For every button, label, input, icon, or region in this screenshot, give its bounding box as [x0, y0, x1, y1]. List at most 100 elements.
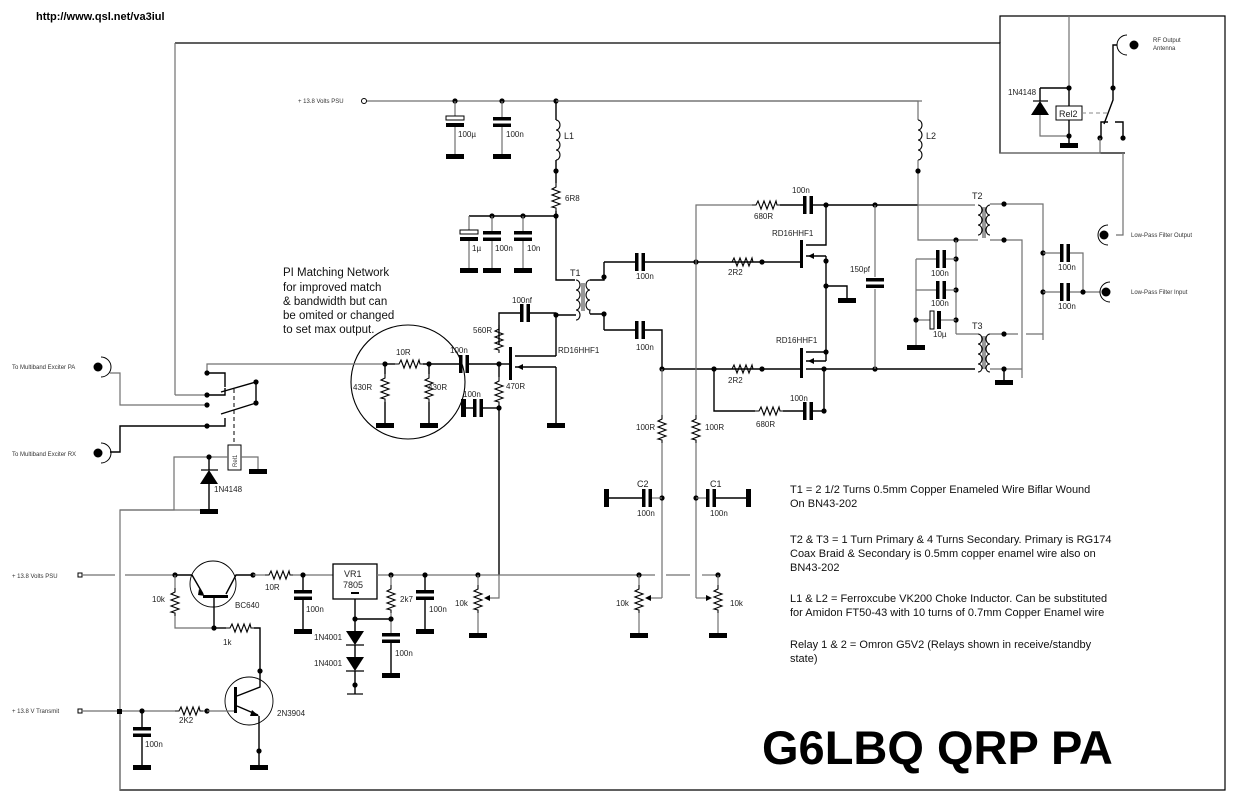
- pot-10k-c-label: 10k: [730, 599, 744, 608]
- note-t1-line1: T1 = 2 1/2 Turns 0.5mm Copper Enameled W…: [790, 484, 1090, 496]
- lpf-output-connector[interactable]: Low-Pass Filter Output: [1097, 153, 1192, 246]
- r-430r-a-label: 430R: [353, 383, 372, 392]
- c-100n-dec-label: 100n: [495, 244, 513, 253]
- lpf-input-label: Low-Pass Filter Input: [1131, 290, 1188, 296]
- c2-value: 100n: [637, 509, 655, 518]
- r-10r-pi-label: 10R: [396, 348, 411, 357]
- gate-bias: 100R C2 100n 100R C1 100n 10k: [604, 262, 751, 638]
- pi-note-5: to set max output.: [283, 324, 374, 336]
- c-fb-b-label: 100n: [790, 394, 808, 403]
- c-out-a-label: 100n: [1058, 263, 1076, 272]
- transmit-label: + 13.8 V Transmit: [12, 709, 60, 715]
- r-10r-reg-label: 10R: [265, 583, 280, 592]
- exciter-pa-label: To Multiband Exciter PA: [12, 365, 75, 371]
- note-relay-line2: state): [790, 653, 818, 665]
- q-driver-label: RD16HHF1: [558, 346, 600, 355]
- schematic-title: G6LBQ QRP PA: [762, 721, 1113, 774]
- note-t2t3-line1: T2 & T3 = 1 Turn Primary & 4 Turns Secon…: [790, 534, 1111, 546]
- q-push-label: RD16HHF1: [772, 229, 814, 238]
- c-100n-top-label: 100n: [506, 130, 524, 139]
- exciter-rx-label: To Multiband Exciter RX: [12, 452, 76, 458]
- note-t1-line2: On BN43-202: [790, 498, 857, 510]
- push-pull-stage: 100n 2R2 680R 100n RD16HHF1 100n: [604, 186, 975, 429]
- c-out-b-label: 100n: [1058, 302, 1076, 311]
- d-rel2-label: 1N4148: [1008, 88, 1037, 97]
- rf-output-label-antenna: Antenna: [1153, 46, 1176, 52]
- rf-output-connector[interactable]: [1129, 40, 1139, 50]
- rel2-label: Rel2: [1059, 109, 1078, 119]
- vr1-name: VR1: [344, 569, 362, 579]
- q-2n3904-label: 2N3904: [277, 709, 306, 718]
- c1-value: 100n: [710, 509, 728, 518]
- c-tx-label: 100n: [145, 740, 163, 749]
- c1-name: C1: [710, 479, 722, 489]
- exciter-pa-connector[interactable]: [93, 356, 112, 378]
- c-reg-in-label: 100n: [306, 605, 324, 614]
- psu-bottom-label: + 13.8 Volts PSU: [12, 574, 58, 580]
- pot-10k-b-label: 10k: [616, 599, 630, 608]
- lpf-output-label: Low-Pass Filter Output: [1131, 233, 1192, 239]
- t3-label: T3: [972, 321, 983, 331]
- c-10u-label: 10µ: [933, 330, 947, 339]
- r-560r-label: 560R: [473, 326, 492, 335]
- r-430r-b-label: 430R: [428, 383, 447, 392]
- r-100r-b-label: 100R: [705, 423, 724, 432]
- q-pull-label: RD16HHF1: [776, 336, 818, 345]
- vr1-part: 7805: [343, 580, 363, 590]
- r-100r-a-label: 100R: [636, 423, 655, 432]
- d-rel1-label: 1N4148: [214, 485, 243, 494]
- note-t2t3-line3: BN43-202: [790, 562, 840, 574]
- r-680r-a-label: 680R: [754, 212, 773, 221]
- exciter-rx-connector[interactable]: [93, 442, 112, 464]
- pi-note-3: & bandwidth but can: [283, 296, 387, 308]
- note-relay-line1: Relay 1 & 2 = Omron G5V2 (Relays shown i…: [790, 639, 1092, 651]
- notes-block: T1 = 2 1/2 Turns 0.5mm Copper Enameled W…: [790, 484, 1111, 665]
- pi-note-4: be omited or changed: [283, 310, 394, 322]
- r-1k-label: 1k: [223, 638, 232, 647]
- pi-note-1: PI Matching Network: [283, 267, 389, 279]
- rf-output-label-1: RF Output: [1153, 38, 1181, 44]
- relay-1: To Multiband Exciter PA To Multiband Exc…: [12, 356, 267, 514]
- c-100nf-label: 100nf: [512, 296, 533, 305]
- psu-bottom-terminal[interactable]: [77, 572, 83, 578]
- c-reg-adj-label: 100n: [395, 649, 413, 658]
- c-t1-a-label: 100n: [636, 272, 654, 281]
- lpf-input-connector[interactable]: Low-Pass Filter Input: [1099, 281, 1188, 303]
- relay-2: 1N4148 Rel2 RF Output RF Output Antenna: [1000, 16, 1181, 154]
- c-fb-a-label: 100n: [792, 186, 810, 195]
- psu-top-terminal[interactable]: [361, 98, 367, 104]
- pi-network: PI Matching Network for improved match &…: [237, 267, 499, 440]
- r-680r-b-label: 680R: [756, 420, 775, 429]
- l1-label: L1: [564, 131, 574, 141]
- r-2k7-label: 2k7: [400, 595, 413, 604]
- rel1-label: Rel1: [233, 454, 239, 467]
- c2-name: C2: [637, 479, 649, 489]
- l2-label: L2: [926, 131, 936, 141]
- q-2n3904-body: [224, 676, 274, 726]
- driver-stage: 100nf 560R RD16HHF1 470R 100n: [461, 296, 600, 580]
- note-l1l2-line1: L1 & L2 = Ferroxcube VK200 Choke Inducto…: [790, 593, 1107, 605]
- q-bc640-label: BC640: [235, 601, 260, 610]
- r-2r2-b-label: 2R2: [728, 376, 743, 385]
- output-transformers: T2 100n 100n 10µ T3: [907, 191, 1100, 385]
- d-4001-a-label: 1N4001: [314, 633, 343, 642]
- psu-rail-top: + 13.8 Volts PSU 100µ 100n L1 6R8: [298, 98, 936, 281]
- c-150pf-label: 150pf: [850, 265, 871, 274]
- r-470r-label: 470R: [506, 382, 525, 391]
- c-bias-label: 100n: [463, 390, 481, 399]
- pi-note-2: for improved match: [283, 282, 381, 294]
- pi-network-circle: [350, 324, 466, 440]
- t1-label: T1: [570, 268, 581, 278]
- c-t3-b-label: 100n: [931, 299, 949, 308]
- q-bc640-body: [189, 560, 237, 608]
- psu-top-label: + 13.8 Volts PSU: [298, 99, 344, 105]
- c-1u-label: 1µ: [472, 244, 481, 253]
- website-url: http://www.qsl.net/va3iul: [36, 11, 165, 23]
- r-2r2-a-label: 2R2: [728, 268, 743, 277]
- c-t3-a-label: 100n: [931, 269, 949, 278]
- d-4001-b-label: 1N4001: [314, 659, 343, 668]
- r-2k2-label: 2K2: [179, 716, 194, 725]
- transmit-terminal[interactable]: [77, 708, 83, 714]
- bias-supply: + 13.8 Volts PSU BC640 10k 1k 2N3904: [12, 560, 716, 770]
